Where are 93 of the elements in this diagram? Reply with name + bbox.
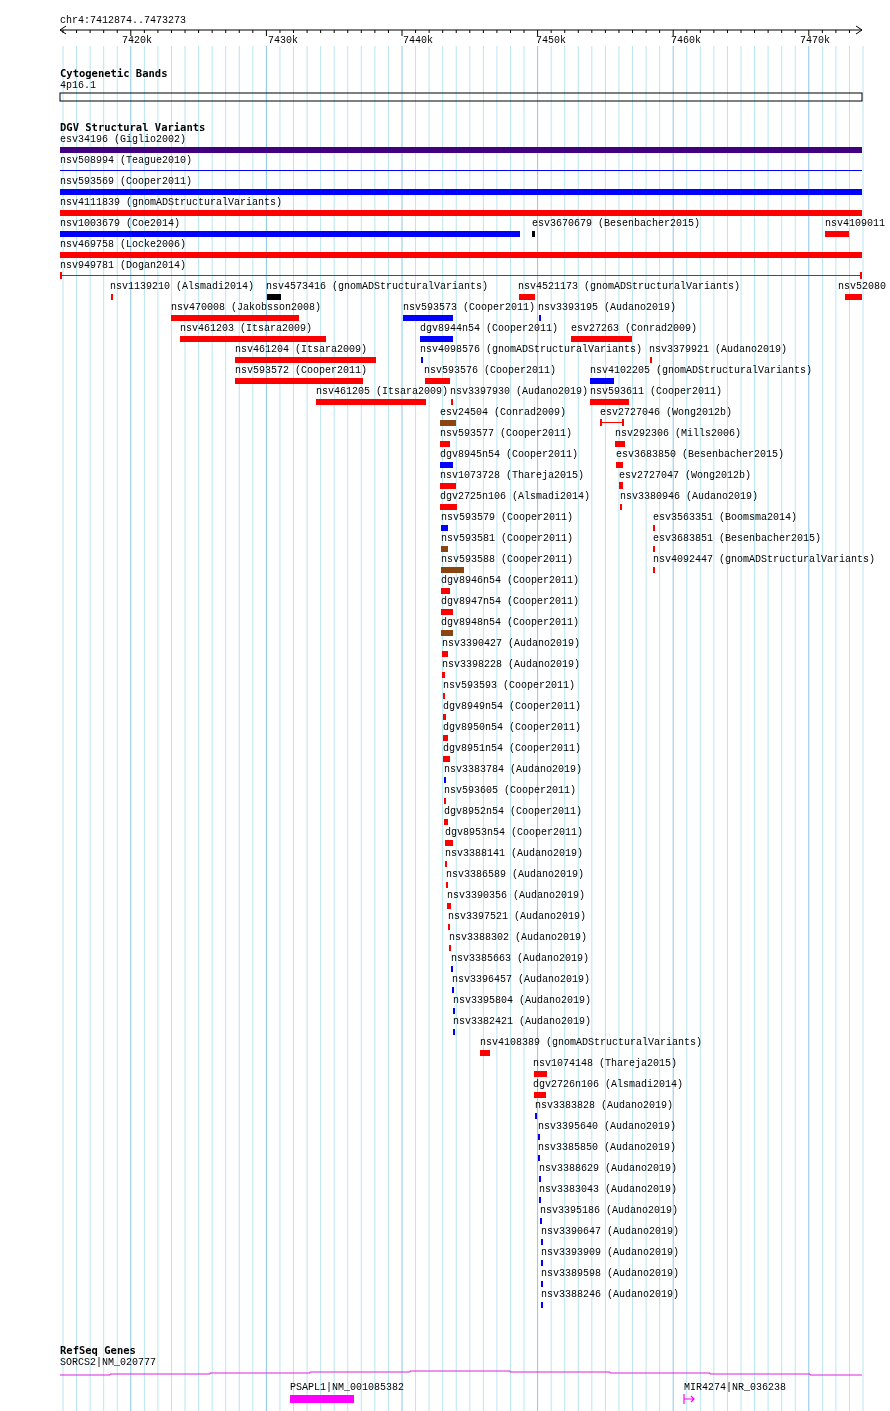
variant-label: nsv3388302 (Audano2019) bbox=[449, 932, 588, 944]
variant-label: nsv593611 (Cooper2011) bbox=[590, 386, 723, 398]
variant-label: nsv3380946 (Audano2019) bbox=[620, 491, 759, 503]
variant-label: nsv3388629 (Audano2019) bbox=[539, 1163, 678, 1175]
tick-label: 7420k bbox=[122, 35, 152, 47]
band-label: 4p16.1 bbox=[60, 80, 96, 92]
variant-label: nsv3386589 (Audano2019) bbox=[446, 869, 585, 881]
variant-label: nsv4573416 (gnomADStructuralVariants) bbox=[266, 281, 489, 293]
variant-label: dgv8951n54 (Cooper2011) bbox=[443, 743, 582, 755]
variant-label: nsv1003679 (Coe2014) bbox=[60, 218, 181, 230]
variant-label: dgv8953n54 (Cooper2011) bbox=[445, 827, 584, 839]
variant-label: nsv3397521 (Audano2019) bbox=[448, 911, 587, 923]
variant-label: esv34196 (Giglio2002) bbox=[60, 134, 187, 146]
variant-label: nsv3383828 (Audano2019) bbox=[535, 1100, 674, 1112]
variant-label: nsv1073728 (Thareja2015) bbox=[440, 470, 585, 482]
variant-label: nsv593576 (Cooper2011) bbox=[424, 365, 557, 377]
variant-label: esv3563351 (Boomsma2014) bbox=[653, 512, 798, 524]
track-title: Cytogenetic Bands bbox=[60, 67, 168, 79]
variant-label: nsv593581 (Cooper2011) bbox=[441, 533, 574, 545]
track-title: RefSeq Genes bbox=[60, 1344, 136, 1356]
variant-label: nsv3389598 (Audano2019) bbox=[541, 1268, 680, 1280]
variant-label: nsv4102205 (gnomADStructuralVariants) bbox=[590, 365, 813, 377]
tick-label: 7450k bbox=[536, 35, 566, 47]
variant-label: nsv593605 (Cooper2011) bbox=[444, 785, 577, 797]
variant-label: nsv3383784 (Audano2019) bbox=[444, 764, 583, 776]
variant-label: nsv593569 (Cooper2011) bbox=[60, 176, 193, 188]
variant-label: nsv4092447 (gnomADStructuralVariants) bbox=[653, 554, 876, 566]
variant-label: nsv1074148 (Thareja2015) bbox=[533, 1058, 678, 1070]
variant-label: nsv508994 (Teague2010) bbox=[60, 155, 193, 167]
variant-label: esv2727046 (Wong2012b) bbox=[600, 407, 733, 419]
variant-label: nsv593588 (Cooper2011) bbox=[441, 554, 574, 566]
variant-label: dgv8944n54 (Cooper2011) bbox=[420, 323, 559, 335]
tick-label: 7430k bbox=[268, 35, 298, 47]
variant-label: nsv469758 (Locke2006) bbox=[60, 239, 187, 251]
variant-label: nsv593572 (Cooper2011) bbox=[235, 365, 368, 377]
variant-label: esv2727047 (Wong2012b) bbox=[619, 470, 752, 482]
variant-label: nsv3388141 (Audano2019) bbox=[445, 848, 584, 860]
variant-label: nsv461203 (Itsara2009) bbox=[180, 323, 313, 335]
variant-label: nsv52080 bbox=[838, 281, 886, 293]
variant-label: nsv4098576 (gnomADStructuralVariants) bbox=[420, 344, 643, 356]
variant-label: nsv3388246 (Audano2019) bbox=[541, 1289, 680, 1301]
variant-label: nsv4109011 bbox=[825, 218, 885, 230]
variant-label: nsv593577 (Cooper2011) bbox=[440, 428, 573, 440]
variant-label: nsv3385663 (Audano2019) bbox=[451, 953, 590, 965]
variant-label: nsv1139210 (Alsmadi2014) bbox=[110, 281, 255, 293]
variant-label: esv3670679 (Besenbacher2015) bbox=[532, 218, 701, 230]
variant-label: nsv461204 (Itsara2009) bbox=[235, 344, 368, 356]
coordinate-label: chr4:7412874..7473273 bbox=[60, 15, 187, 27]
variant-label: nsv3396457 (Audano2019) bbox=[452, 974, 591, 986]
variant-label: nsv3379921 (Audano2019) bbox=[649, 344, 788, 356]
gene-label: PSAPL1|NM_001085382 bbox=[290, 1382, 405, 1394]
variant-label: dgv2725n106 (Alsmadi2014) bbox=[440, 491, 591, 503]
variant-label: nsv593593 (Cooper2011) bbox=[443, 680, 576, 692]
variant-label: dgv8946n54 (Cooper2011) bbox=[441, 575, 580, 587]
variant-label: nsv3398228 (Audano2019) bbox=[442, 659, 581, 671]
variant-label: nsv3393195 (Audano2019) bbox=[538, 302, 677, 314]
variant-label: nsv3395640 (Audano2019) bbox=[538, 1121, 677, 1133]
variant-label: nsv593579 (Cooper2011) bbox=[441, 512, 574, 524]
variant-label: nsv470008 (Jakobsson2008) bbox=[171, 302, 322, 314]
variant-label: nsv593573 (Cooper2011) bbox=[403, 302, 536, 314]
variant-label: nsv3393909 (Audano2019) bbox=[541, 1247, 680, 1259]
variant-label: dgv8947n54 (Cooper2011) bbox=[441, 596, 580, 608]
gene-label: MIR4274|NR_036238 bbox=[684, 1382, 787, 1394]
variant-label: dgv8948n54 (Cooper2011) bbox=[441, 617, 580, 629]
variant-label: nsv4111839 (gnomADStructuralVariants) bbox=[60, 197, 283, 209]
variant-label: nsv3390427 (Audano2019) bbox=[442, 638, 581, 650]
variant-label: esv3683850 (Besenbacher2015) bbox=[616, 449, 785, 461]
variant-label: nsv3385850 (Audano2019) bbox=[538, 1142, 677, 1154]
variant-label: esv27263 (Conrad2009) bbox=[571, 323, 698, 335]
tick-label: 7470k bbox=[800, 35, 830, 47]
variant-label: esv24504 (Conrad2009) bbox=[440, 407, 567, 419]
variant-label: nsv3382421 (Audano2019) bbox=[453, 1016, 592, 1028]
variant-label: dgv8945n54 (Cooper2011) bbox=[440, 449, 579, 461]
variant-label: dgv8949n54 (Cooper2011) bbox=[443, 701, 582, 713]
tick-label: 7460k bbox=[671, 35, 701, 47]
variant-label: nsv3383043 (Audano2019) bbox=[539, 1184, 678, 1196]
variant-label: nsv3397930 (Audano2019) bbox=[450, 386, 589, 398]
variant-label: dgv8952n54 (Cooper2011) bbox=[444, 806, 583, 818]
variant-label: nsv3390647 (Audano2019) bbox=[541, 1226, 680, 1238]
variant-label: nsv949781 (Dogan2014) bbox=[60, 260, 187, 272]
variant-label: esv3683851 (Besenbacher2015) bbox=[653, 533, 822, 545]
variant-label: nsv3395186 (Audano2019) bbox=[540, 1205, 679, 1217]
variant-label: nsv3395804 (Audano2019) bbox=[453, 995, 592, 1007]
variant-label: nsv4108389 (gnomADStructuralVariants) bbox=[480, 1037, 703, 1049]
gene-label: SORCS2|NM_020777 bbox=[60, 1357, 156, 1369]
variant-label: dgv8950n54 (Cooper2011) bbox=[443, 722, 582, 734]
tick-label: 7440k bbox=[403, 35, 433, 47]
variant-label: nsv292306 (Mills2006) bbox=[615, 428, 742, 440]
variant-label: nsv461205 (Itsara2009) bbox=[316, 386, 449, 398]
variant-label: dgv2726n106 (Alsmadi2014) bbox=[533, 1079, 684, 1091]
track-title: DGV Structural Variants bbox=[60, 121, 206, 133]
variant-label: nsv4521173 (gnomADStructuralVariants) bbox=[518, 281, 741, 293]
variant-label: nsv3390356 (Audano2019) bbox=[447, 890, 586, 902]
